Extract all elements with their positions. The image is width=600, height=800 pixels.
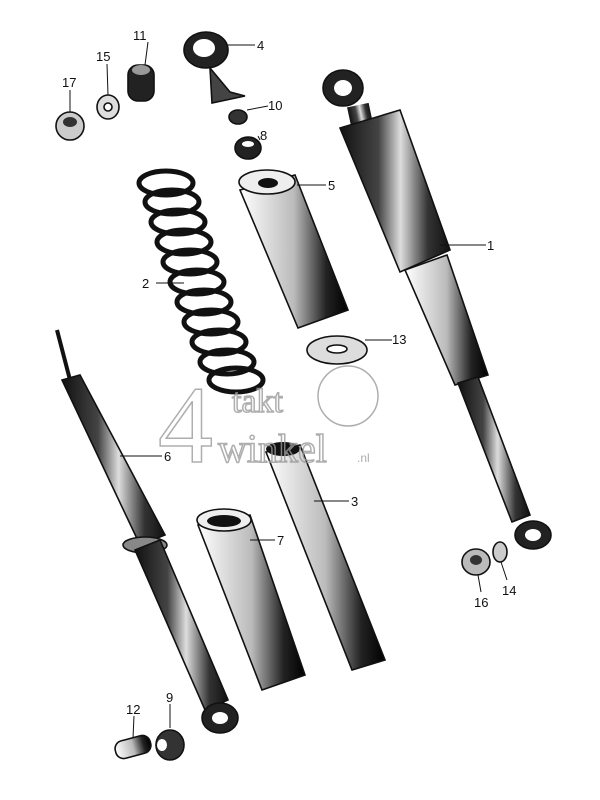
label-7: 7 (277, 533, 284, 548)
svg-text:4: 4 (158, 364, 213, 486)
label-2: 2 (142, 276, 149, 291)
part-4-eye (183, 31, 246, 104)
part-9-bushing (155, 729, 185, 761)
part-13-washer (306, 335, 368, 365)
part-2-spring (136, 168, 266, 395)
label-8: 8 (260, 128, 267, 143)
label-11: 11 (133, 28, 147, 43)
label-4: 4 (257, 38, 264, 53)
label-10: 10 (268, 98, 282, 113)
label-17: 17 (62, 75, 76, 90)
part-10-nut (228, 109, 248, 125)
label-3: 3 (351, 494, 358, 509)
label-5: 5 (328, 178, 335, 193)
part-17-nut (55, 111, 85, 141)
part-11-bushing (127, 64, 155, 102)
part-15-washer (96, 94, 120, 120)
watermark-logo: 4 takt winkel .nl (157, 363, 379, 487)
label-16: 16 (474, 595, 488, 610)
svg-text:winkel: winkel (218, 426, 327, 471)
label-6: 6 (164, 449, 171, 464)
part-5-cover (238, 169, 350, 330)
svg-text:.nl: .nl (357, 451, 370, 465)
svg-text:takt: takt (232, 383, 284, 420)
part-16-nut (461, 548, 491, 576)
part-8-nut (234, 136, 262, 160)
label-14: 14 (502, 583, 516, 598)
part-14-washer (492, 541, 508, 563)
part-3-tube (264, 442, 387, 671)
label-9: 9 (166, 690, 173, 705)
label-15: 15 (96, 49, 110, 64)
part-12-pin (114, 734, 152, 760)
part-6-damper (55, 329, 239, 734)
label-1: 1 (487, 238, 494, 253)
label-13: 13 (392, 332, 406, 347)
part-1-shock-absorber (322, 69, 552, 550)
leader-lines (69, 41, 508, 739)
label-12: 12 (126, 702, 140, 717)
part-7-sleeve (196, 508, 307, 692)
part-labels: 1 2 3 4 5 6 7 8 9 10 11 12 13 14 15 16 1… (62, 28, 516, 717)
